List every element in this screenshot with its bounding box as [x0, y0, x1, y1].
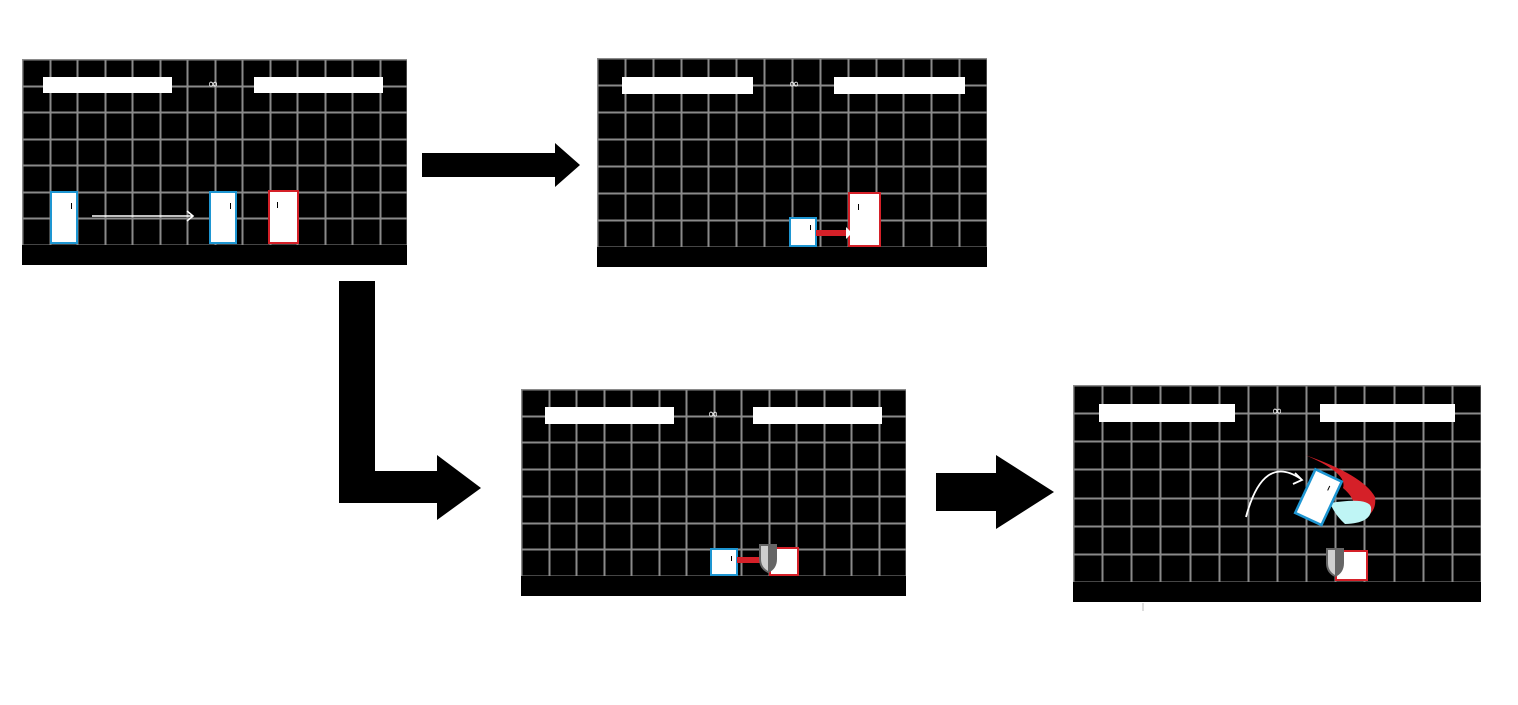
- player-two-fighter: [268, 190, 299, 244]
- arena-floor: [597, 247, 987, 267]
- player-two-health-bar: [753, 407, 882, 424]
- player-two-fighter: [848, 192, 881, 247]
- player-one-fighter: [710, 548, 738, 576]
- player-two-health-bar: [254, 77, 383, 93]
- panel-attack-blocked: ∞: [521, 389, 906, 596]
- player-two-health-bar: [1320, 404, 1455, 422]
- shield-icon: [1326, 548, 1344, 577]
- panel-start: ∞: [22, 59, 407, 265]
- arena-floor: [521, 576, 906, 596]
- player-two-health-bar: [834, 77, 965, 94]
- player-one-health-bar: [1099, 404, 1235, 422]
- player-one-health-bar: [43, 77, 172, 93]
- punch-hit: [816, 227, 852, 239]
- panel-counter-throw: ∞: [1073, 385, 1481, 602]
- panel-attack-hit: ∞: [597, 58, 987, 267]
- round-timer: ∞: [1271, 404, 1283, 419]
- block-effect: [737, 544, 777, 573]
- round-timer: ∞: [207, 77, 219, 92]
- player-one-fighter-ghost: [209, 191, 237, 244]
- flow-arrow-right-top: [422, 143, 580, 187]
- shield-icon: [759, 544, 777, 573]
- move-forward-arrow: [92, 210, 195, 222]
- swoosh-arc: [1245, 470, 1302, 518]
- player-one-health-bar: [622, 77, 753, 94]
- player-one-health-bar: [545, 407, 674, 424]
- flow-arrow-right-bottom: [936, 455, 1054, 529]
- round-timer: ∞: [707, 407, 719, 422]
- arena-floor: [1073, 582, 1481, 602]
- throw-effect: [1245, 455, 1376, 577]
- round-timer: ∞: [788, 77, 800, 92]
- arena-floor: [22, 245, 407, 265]
- flow-arrow-elbow: [339, 281, 481, 520]
- player-one-fighter: [50, 191, 78, 244]
